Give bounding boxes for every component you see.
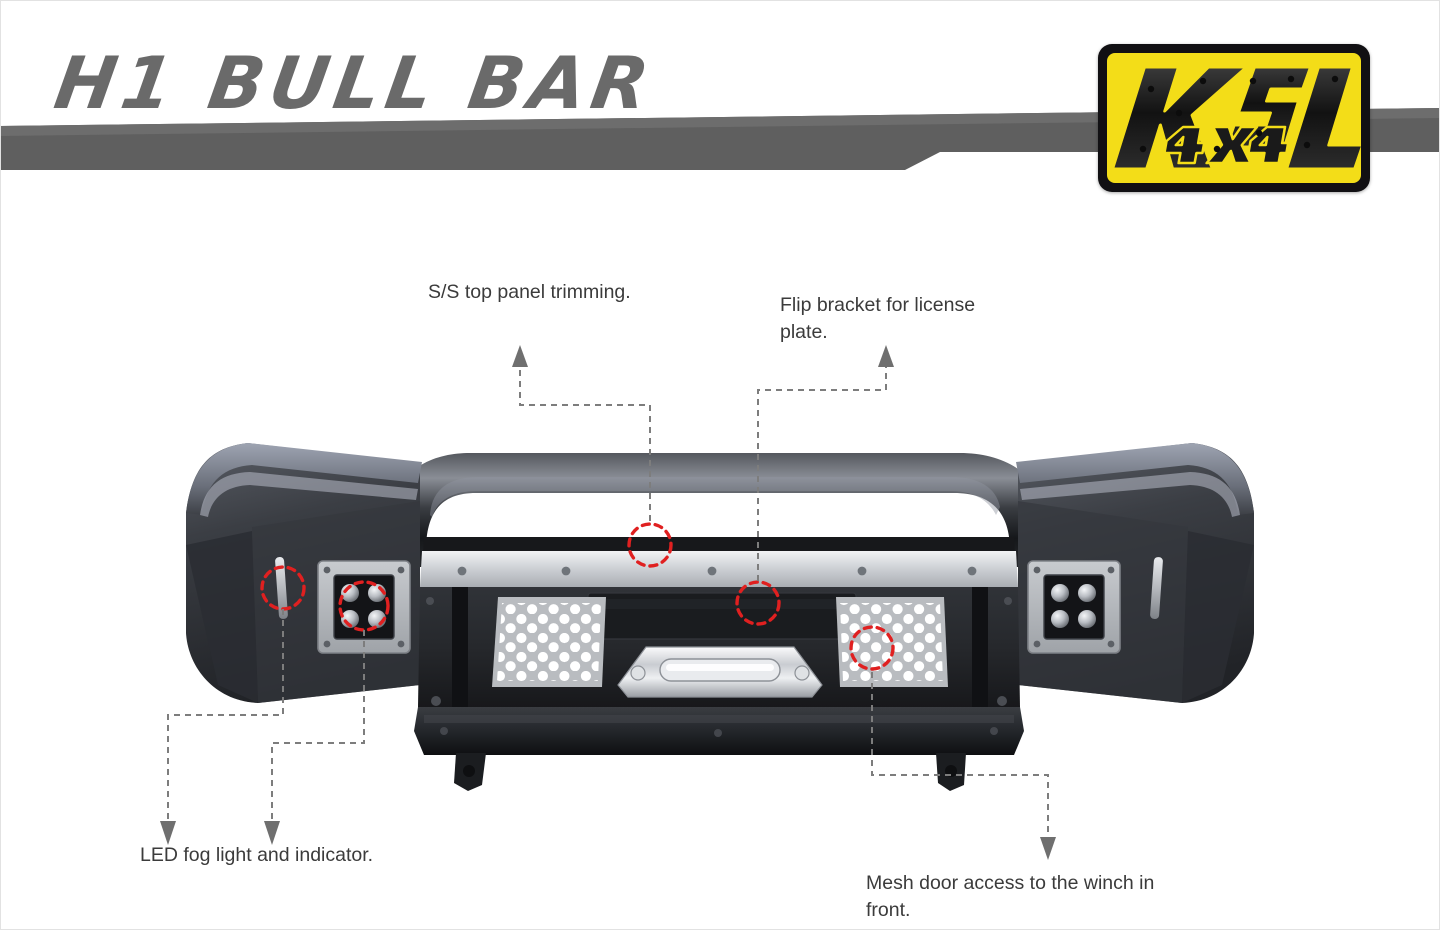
bull-bar-illustration <box>160 345 1254 860</box>
arrowhead-ss-top-panel <box>512 345 528 367</box>
leader-led-fog-light <box>271 630 365 827</box>
right-led-lens-3 <box>1051 610 1069 628</box>
header-bar-highlight <box>0 108 1440 136</box>
right-inner-rail <box>972 587 988 707</box>
left-indicator-strip <box>275 556 288 619</box>
flip-bracket-lip <box>596 599 848 609</box>
right-wing-facet-outer <box>1182 531 1254 703</box>
centre-corner-bolts <box>426 597 1012 706</box>
callout-arrowheads <box>160 345 1056 860</box>
right-led-lens-2 <box>1078 584 1096 602</box>
ss-top-panel <box>420 551 1018 587</box>
product-figure <box>0 215 1440 930</box>
right-led-lens-4 <box>1078 610 1096 628</box>
leader-flip-bracket <box>757 363 887 581</box>
right-wing-top-rail <box>1016 443 1254 515</box>
winch-fairlead <box>617 646 823 698</box>
callout-leader-lines <box>167 363 1049 843</box>
right-led-fog-light <box>1027 560 1121 654</box>
arrowhead-flip-bracket <box>878 345 894 367</box>
page-title: H1 BULL BAR <box>49 41 661 125</box>
marker-flip-bracket <box>735 580 781 626</box>
right-led-housing <box>1043 574 1105 640</box>
arrowhead-led-fog-light <box>264 821 280 845</box>
leader-mesh-door <box>871 672 1049 843</box>
brand-logo-plate <box>1107 53 1361 183</box>
arrowhead-mesh-door <box>1040 837 1056 860</box>
page-header: H1 BULL BAR <box>0 0 1440 215</box>
header-banner-bar <box>0 108 1440 170</box>
fairlead-bolt-left <box>630 665 646 681</box>
right-indicator-strip <box>1150 557 1163 620</box>
left-wing-chrome-line <box>200 472 418 517</box>
logo-sub-4x4 <box>1163 125 1290 165</box>
left-led-plate-bolts <box>323 566 405 648</box>
right-led-plate-bolts <box>1033 566 1115 648</box>
left-mesh-door <box>492 597 606 687</box>
left-wing-top-rail <box>186 443 422 515</box>
callout-label-led-fog-light: LED fog light and indicator. <box>140 844 374 866</box>
brand-logo <box>1098 44 1370 192</box>
skid-highlight <box>424 715 1014 723</box>
brand-logo-artwork <box>1111 65 1361 171</box>
leader-indicator <box>167 609 284 827</box>
top-panel-bolts <box>457 566 977 576</box>
callout-label-ss-top-panel: S/S top panel trimming. <box>428 281 631 303</box>
fairlead-slot-highlight <box>666 664 774 671</box>
arrowhead-indicator <box>160 821 176 845</box>
leader-ss-top-panel <box>519 363 651 521</box>
left-wing-facet-outer <box>186 531 258 703</box>
recovery-tabs <box>454 753 966 791</box>
left-wing <box>186 443 422 703</box>
logo-rivets <box>1139 75 1339 153</box>
hoop-tube <box>384 453 1052 567</box>
right-wing-chrome-line <box>1020 472 1240 517</box>
left-led-fog-light <box>317 560 411 654</box>
right-led-lens-1 <box>1051 584 1069 602</box>
callout-label-mesh-door: Mesh door access to the winch in front. <box>866 872 1155 921</box>
fairlead-bolt-right <box>794 665 810 681</box>
hoop-highlight <box>430 477 1000 517</box>
left-inner-rail <box>452 587 468 707</box>
marker-ss-top-panel <box>627 522 673 568</box>
skid-bolts <box>440 727 998 737</box>
marker-mesh-door <box>849 625 895 671</box>
left-mesh-holes <box>497 603 601 681</box>
centre-section <box>414 537 1024 791</box>
bull-bar-hoop <box>384 453 1052 567</box>
right-wing <box>1016 443 1254 703</box>
recovery-tab-left-hole <box>463 765 475 777</box>
callout-label-flip-bracket: Flip bracket for license plate. <box>780 294 976 343</box>
